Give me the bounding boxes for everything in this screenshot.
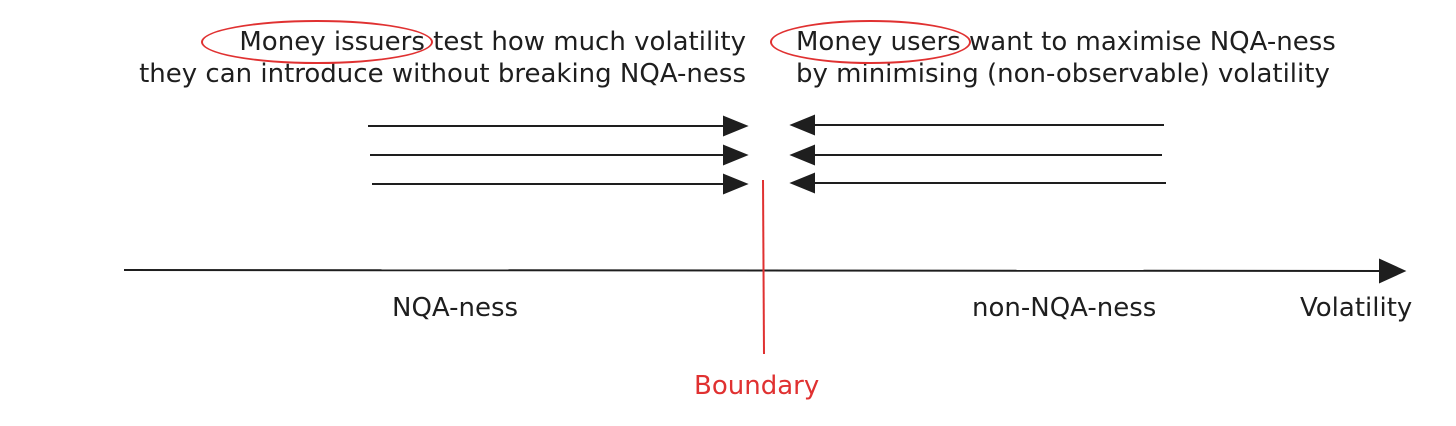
user-arrow-head-1 — [789, 114, 815, 136]
issuers-line-1: Money issuers test how much volatility — [139, 20, 746, 64]
axis-line — [123, 269, 1385, 272]
non-nqa-ness-region-label: non-NQA-ness — [972, 293, 1157, 323]
money-users-label: Money users — [796, 27, 961, 57]
boundary-label: Boundary — [694, 371, 820, 401]
issuer-arrows — [368, 115, 749, 195]
volatility-axis — [123, 258, 1407, 284]
users-line-1: Money users want to maximise NQA-ness — [770, 20, 1336, 64]
money-issuers-label: Money issuers — [239, 27, 425, 57]
money-users-highlight: Money users — [770, 20, 971, 64]
issuers-description: Money issuers test how much volatility t… — [139, 20, 746, 90]
users-description: Money users want to maximise NQA-ness by… — [770, 20, 1336, 90]
nqa-ness-region-label: NQA-ness — [392, 293, 519, 323]
user-arrow-head-2 — [789, 144, 815, 166]
issuers-line-1-text: test how much volatility — [424, 27, 746, 57]
boundary-line — [762, 179, 765, 355]
issuer-arrow-head-2 — [723, 144, 749, 166]
volatility-axis-label: Volatility — [1300, 293, 1413, 323]
user-arrows — [789, 114, 1166, 194]
issuer-arrow-head-3 — [723, 173, 749, 195]
users-line-2: by minimising (non-observable) volatilit… — [796, 59, 1330, 89]
issuer-arrow-head-1 — [723, 115, 749, 137]
users-line-1-text: want to maximise NQA-ness — [960, 27, 1336, 57]
user-arrow-head-3 — [789, 172, 815, 194]
axis-arrowhead — [1379, 258, 1407, 284]
money-issuers-highlight: Money issuers — [201, 20, 433, 64]
issuers-line-2: they can introduce without breaking NQA-… — [139, 59, 746, 89]
